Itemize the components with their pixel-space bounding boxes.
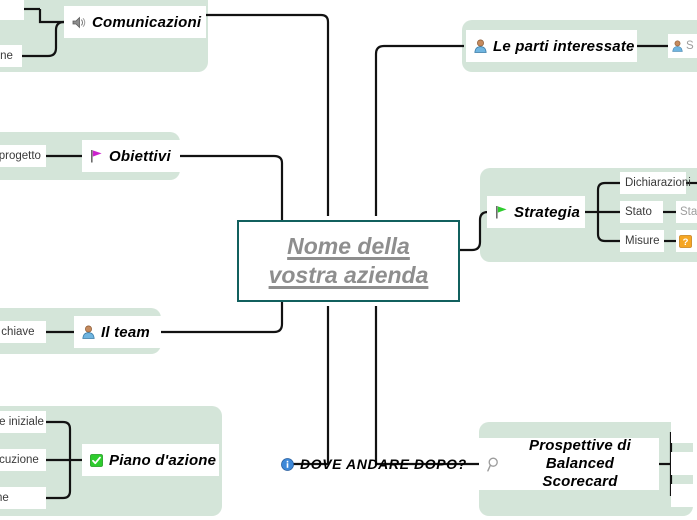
sub-obiettivi-0-label: l progetto	[0, 150, 41, 162]
person-icon	[672, 40, 683, 52]
sub-piano-azione-2[interactable]: ione	[0, 487, 46, 509]
node-balanced-scorecard[interactable]: Prospettive di Balanced Scorecard	[479, 437, 659, 492]
node-balanced-scorecard-line2: Balanced Scorecard	[542, 454, 618, 491]
sub-strategia-misure-label: Misure	[625, 235, 660, 247]
flag-purple-icon	[90, 149, 103, 163]
node-balanced-scorecard-text: Prospettive di Balanced Scorecard	[509, 437, 651, 492]
node-balanced-scorecard-line1: Prospettive di	[529, 436, 631, 454]
node-piano-azione-label: Piano d'azione	[109, 451, 217, 469]
central-topic-node[interactable]: Nome della vostra azienda	[237, 220, 460, 302]
sub-parti-interessate-0-label: S	[686, 40, 694, 52]
sub-balanced-scorecard-2[interactable]	[671, 484, 697, 507]
node-obiettivi[interactable]: Obiettivi	[82, 140, 180, 172]
sub-strategia-dichiarazioni[interactable]: Dichiarazioni	[620, 172, 691, 194]
sub-il-team-0-label: li chiave	[0, 326, 35, 338]
sub-il-team-0[interactable]: li chiave	[0, 321, 46, 343]
node-dove-andare-dopo[interactable]: DOVE ANDARE DOPO?	[281, 452, 466, 476]
svg-text:?: ?	[683, 237, 689, 248]
central-topic-line1: Nome della	[287, 233, 410, 260]
sub-balanced-scorecard-0[interactable]	[671, 420, 697, 443]
sub-comunicazioni-0[interactable]: azione	[0, 45, 22, 67]
sub-piano-azione-0[interactable]: ase iniziale	[0, 411, 46, 433]
node-comunicazioni-label: Comunicazioni	[92, 13, 202, 31]
sub-parti-interessate-0[interactable]: S	[668, 34, 697, 58]
node-il-team[interactable]: Il team	[74, 316, 161, 348]
node-obiettivi-label: Obiettivi	[109, 147, 171, 165]
sub-strategia-stato-label: Stato	[625, 206, 652, 218]
sub-strategia-dichiarazioni-label: Dichiarazioni	[625, 177, 691, 189]
sub-strategia-misure-child[interactable]: ?	[676, 230, 697, 252]
sub-strategia-misure[interactable]: Misure	[620, 230, 664, 252]
sub-piano-azione-0-label: ase iniziale	[0, 416, 44, 428]
person-icon	[474, 39, 487, 53]
node-dove-andare-dopo-label: DOVE ANDARE DOPO?	[300, 456, 467, 472]
node-strategia[interactable]: Strategia	[487, 196, 585, 228]
sub-comunicazioni-0-label: azione	[0, 50, 13, 62]
sub-piano-azione-2-label: ione	[0, 492, 9, 504]
sub-strategia-stato[interactable]: Stato	[620, 201, 663, 223]
sub-strategia-stato-child[interactable]: Stat	[676, 201, 697, 223]
node-comunicazioni[interactable]: Comunicazioni	[64, 6, 206, 38]
speaker-icon	[72, 16, 86, 29]
sub-comunicazioni-1[interactable]	[0, 0, 24, 20]
info-blue-icon	[281, 457, 294, 471]
node-piano-azione[interactable]: Piano d'azione	[82, 444, 219, 476]
sub-obiettivi-0[interactable]: l progetto	[0, 145, 46, 167]
sub-strategia-stato-child-label: Stat	[680, 206, 697, 218]
help-orange-icon: ?	[679, 234, 692, 248]
checkbox-green-icon	[90, 453, 103, 467]
node-le-parti-interessate[interactable]: Le parti interessate	[466, 30, 637, 62]
sub-piano-azione-1-label: secuzione	[0, 454, 39, 466]
node-il-team-label: Il team	[101, 323, 150, 341]
central-topic-line2: vostra azienda	[268, 262, 429, 288]
node-strategia-label: Strategia	[514, 203, 580, 221]
flag-green-icon	[495, 205, 508, 219]
magnifier-icon	[487, 457, 501, 472]
sub-piano-azione-1[interactable]: secuzione	[0, 449, 46, 471]
sub-balanced-scorecard-1[interactable]	[671, 452, 697, 475]
person-icon	[82, 325, 95, 339]
node-le-parti-interessate-label: Le parti interessate	[493, 37, 635, 55]
